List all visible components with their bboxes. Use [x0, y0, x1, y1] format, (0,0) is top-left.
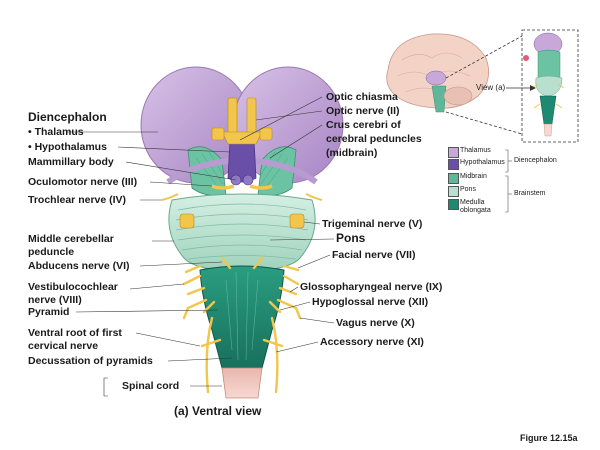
mammillary-body-right [242, 174, 254, 186]
medulla-oblongata [199, 265, 285, 372]
vestibulocochlear-nerve-right [282, 274, 300, 286]
caption: (a) Ventral view [174, 404, 262, 418]
legend-swatch [448, 186, 459, 197]
legend-swatch [448, 159, 459, 170]
pons [168, 193, 316, 273]
label-ventral-root: Ventral root of first [28, 327, 122, 339]
vestibulocochlear-nerve-left [182, 274, 202, 286]
label-diencephalon: Diencephalon [28, 110, 107, 124]
label-oculomotor-nerve: Oculomotor nerve (III) [28, 176, 138, 188]
label-peduncle: peduncle [28, 246, 75, 258]
label-thalamus: • Thalamus [28, 126, 84, 138]
facial-nerve-left [184, 264, 202, 274]
label-decussation: Decussation of pyramids [28, 355, 153, 367]
legend-swatch [448, 173, 459, 184]
label-trochlear-nerve: Trochlear nerve (IV) [28, 194, 127, 206]
accessory-nerve-right [270, 316, 279, 394]
figure-number: Figure 12.15a [520, 433, 578, 443]
label-crus-cerebri-1: Crus cerebri of [326, 119, 401, 131]
facial-nerve-right [282, 264, 300, 272]
legend-label: Thalamus [460, 147, 491, 154]
legend-swatch [448, 147, 459, 158]
label-pons: Pons [336, 231, 366, 245]
hypothalamus-region [227, 139, 257, 183]
vagus-nerve-right [276, 298, 302, 320]
label-spinal-cord: Spinal cord [122, 380, 180, 392]
legend-group-diencephalon: Diencephalon [514, 157, 557, 164]
label-trigeminal-nerve: Trigeminal nerve (V) [322, 218, 423, 230]
label-crus-cerebri-3: (midbrain) [326, 147, 378, 159]
label-glossopharyngeal: Glossopharyngeal nerve (IX) [300, 281, 443, 293]
oculomotor-nerve-left [211, 184, 235, 190]
label-accessory-nerve: Accessory nerve (XI) [320, 336, 424, 348]
abducens-nerve-right [252, 256, 264, 270]
olfactory-stub-left [211, 127, 225, 141]
label-mammillary-body: Mammillary body [28, 156, 114, 168]
inset-brain [386, 33, 490, 113]
legend-label: Hypothalamus [460, 159, 505, 166]
trochlear-nerve-right [305, 193, 323, 201]
spinal-cord [221, 367, 263, 399]
glossopharyngeal-nerve-left [186, 286, 206, 296]
olfactory-stub-right [259, 127, 273, 141]
trigeminal-nerve-right [289, 213, 305, 229]
label-facial-nerve: Facial nerve (VII) [332, 249, 416, 261]
glossopharyngeal-nerve-right [278, 286, 298, 296]
inset-view-label: View (a) [476, 83, 506, 92]
label-hypothalamus: • Hypothalamus [28, 141, 107, 153]
abducens-nerve-left [220, 256, 232, 270]
label-cervical-nerve: cervical nerve [28, 340, 99, 352]
label-optic-chiasma: Optic chiasma [326, 91, 398, 103]
optic-nerve-right [246, 97, 257, 135]
trigeminal-nerve-left [179, 213, 195, 229]
legend-group-brainstem: Brainstem [514, 190, 546, 197]
label-vestibulocochlear: Vestibulocochlear [28, 281, 118, 293]
label-pyramid: Pyramid [28, 306, 70, 318]
accessory-nerve-left [205, 316, 214, 394]
label-crus-cerebri-2: cerebral peduncles [326, 133, 422, 145]
ventral-root-left [200, 338, 222, 348]
legend-swatch [448, 199, 459, 210]
legend-label: Pons [460, 186, 476, 193]
label-hypoglossal: Hypoglossal nerve (XII) [312, 296, 429, 308]
vagus-nerve-left [182, 298, 208, 320]
label-vagus-nerve: Vagus nerve (X) [336, 317, 415, 329]
label-optic-nerve: Optic nerve (II) [326, 105, 400, 117]
optic-chiasma [221, 131, 263, 145]
label-abducens-nerve: Abducens nerve (VI) [28, 260, 130, 272]
inset-mini-brainstem [523, 32, 565, 137]
label-middle-cerebellar: Middle cerebellar [28, 233, 114, 245]
optic-nerve-left [227, 97, 238, 135]
ventral-root-right [262, 338, 284, 348]
oculomotor-nerve-right [249, 184, 273, 190]
legend-label: Midbrain [460, 173, 487, 180]
legend-label: Medulla oblongata [460, 199, 491, 214]
hypoglossal-nerve-right [268, 300, 282, 314]
trochlear-nerve-left [161, 193, 179, 201]
label-vestibulocochlear-2: nerve (VIII) [28, 294, 82, 306]
